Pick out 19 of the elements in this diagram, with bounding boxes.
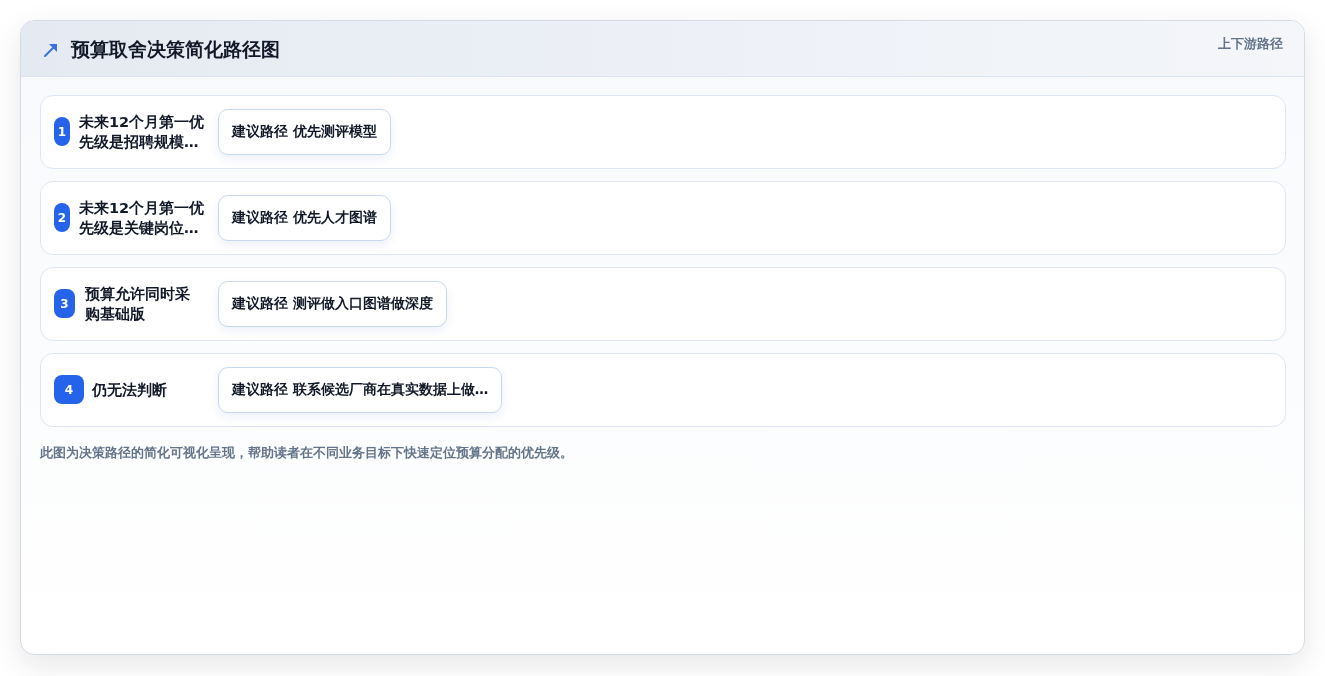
diagram-title: 预算取舍决策简化路径图 <box>71 37 280 62</box>
number-badge: 2 <box>54 203 70 232</box>
suggestion-box: 建议路径 优先测评模型 <box>218 109 391 155</box>
path-row <box>40 353 1286 427</box>
suggestion-box: 建议路径 联系候选厂商在真实数据上做… <box>218 367 503 413</box>
number-badge: 1 <box>54 117 70 146</box>
path-row <box>40 95 1286 169</box>
condition-text: 仍无法判断 <box>92 381 167 400</box>
condition-text: 未来12个月第一优先级是关键岗位… <box>79 199 205 238</box>
header-note: 上下游路径 <box>1218 35 1283 53</box>
condition-text: 未来12个月第一优先级是招聘规模… <box>79 113 205 152</box>
condition-text: 预算允许同时采购基础版 <box>85 285 191 324</box>
number-badge: 3 <box>54 289 75 318</box>
path-row <box>40 267 1286 341</box>
caption-text: 此图为决策路径的简化可视化呈现，帮助读者在不同业务目标下快速定位预算分配的优先级。 <box>40 444 573 462</box>
suggestion-box: 建议路径 优先人才图谱 <box>218 195 391 241</box>
number-badge: 4 <box>54 375 84 404</box>
path-row <box>40 181 1286 255</box>
suggestion-box: 建议路径 测评做入口图谱做深度 <box>218 281 447 327</box>
